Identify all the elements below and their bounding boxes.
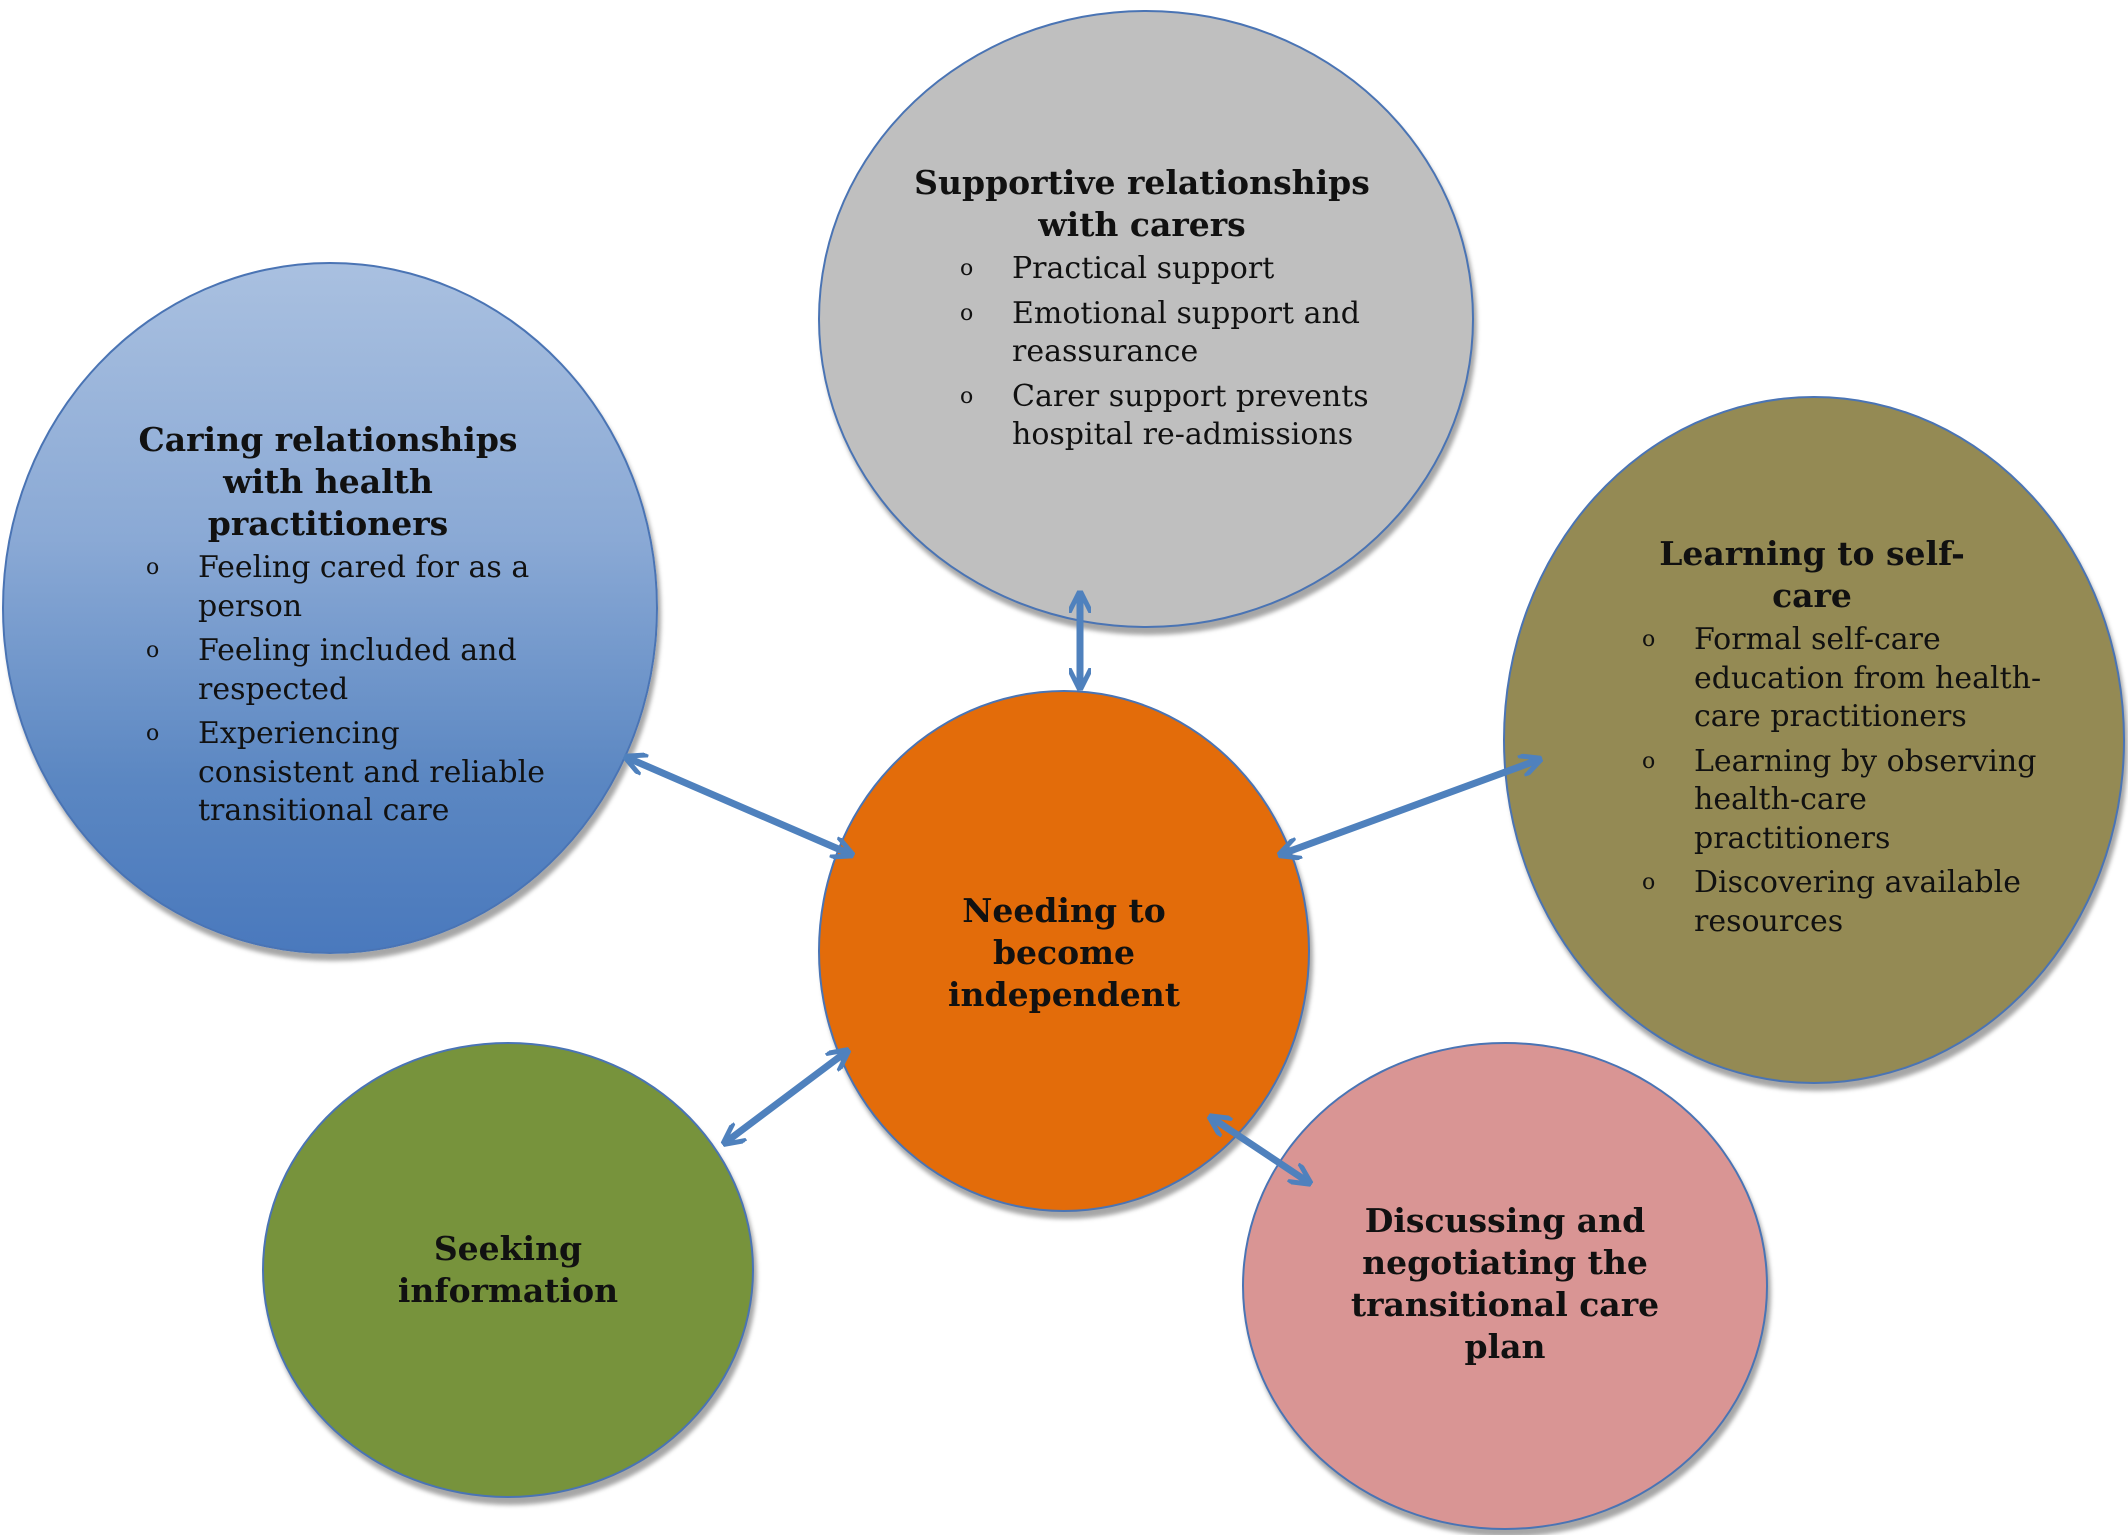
bullet-marker: o xyxy=(960,383,974,409)
seeking-title: Seeking information xyxy=(397,1229,619,1310)
bullet-marker: o xyxy=(1642,870,1656,895)
discuss-title: Discussing and negotiating the transitio… xyxy=(1350,1201,1660,1366)
selfcare-title: Learning to self-care xyxy=(1659,534,1965,615)
node-learning-to-self-care xyxy=(1503,396,2125,1084)
arrow-center-seeking xyxy=(726,1052,846,1142)
bullet-marker: o xyxy=(146,638,160,663)
bullet-marker: o xyxy=(960,256,974,281)
health-title: Caring relationships with health practit… xyxy=(138,420,518,543)
arrow-center-health xyxy=(628,758,850,854)
bullet-marker: o xyxy=(960,300,974,326)
bullet-marker: o xyxy=(146,555,160,580)
node-discussing-care-plan xyxy=(1242,1042,1768,1530)
center-title: Needing to become independent xyxy=(948,891,1180,1014)
node-caring-relationships-health-practitioners xyxy=(2,262,658,954)
arrow-center-selfcare xyxy=(1282,760,1538,854)
arrow-center-discuss xyxy=(1212,1118,1308,1182)
health-text: Caring relationships with health practit… xyxy=(98,419,578,837)
bullet-marker: o xyxy=(1642,627,1656,652)
bullet-marker: o xyxy=(1642,748,1656,774)
carers-title: Supportive relationships with carers xyxy=(914,163,1370,244)
node-supportive-relationships-carers xyxy=(818,10,1474,628)
bullet-marker: o xyxy=(146,721,160,746)
node-seeking-information xyxy=(262,1042,754,1498)
